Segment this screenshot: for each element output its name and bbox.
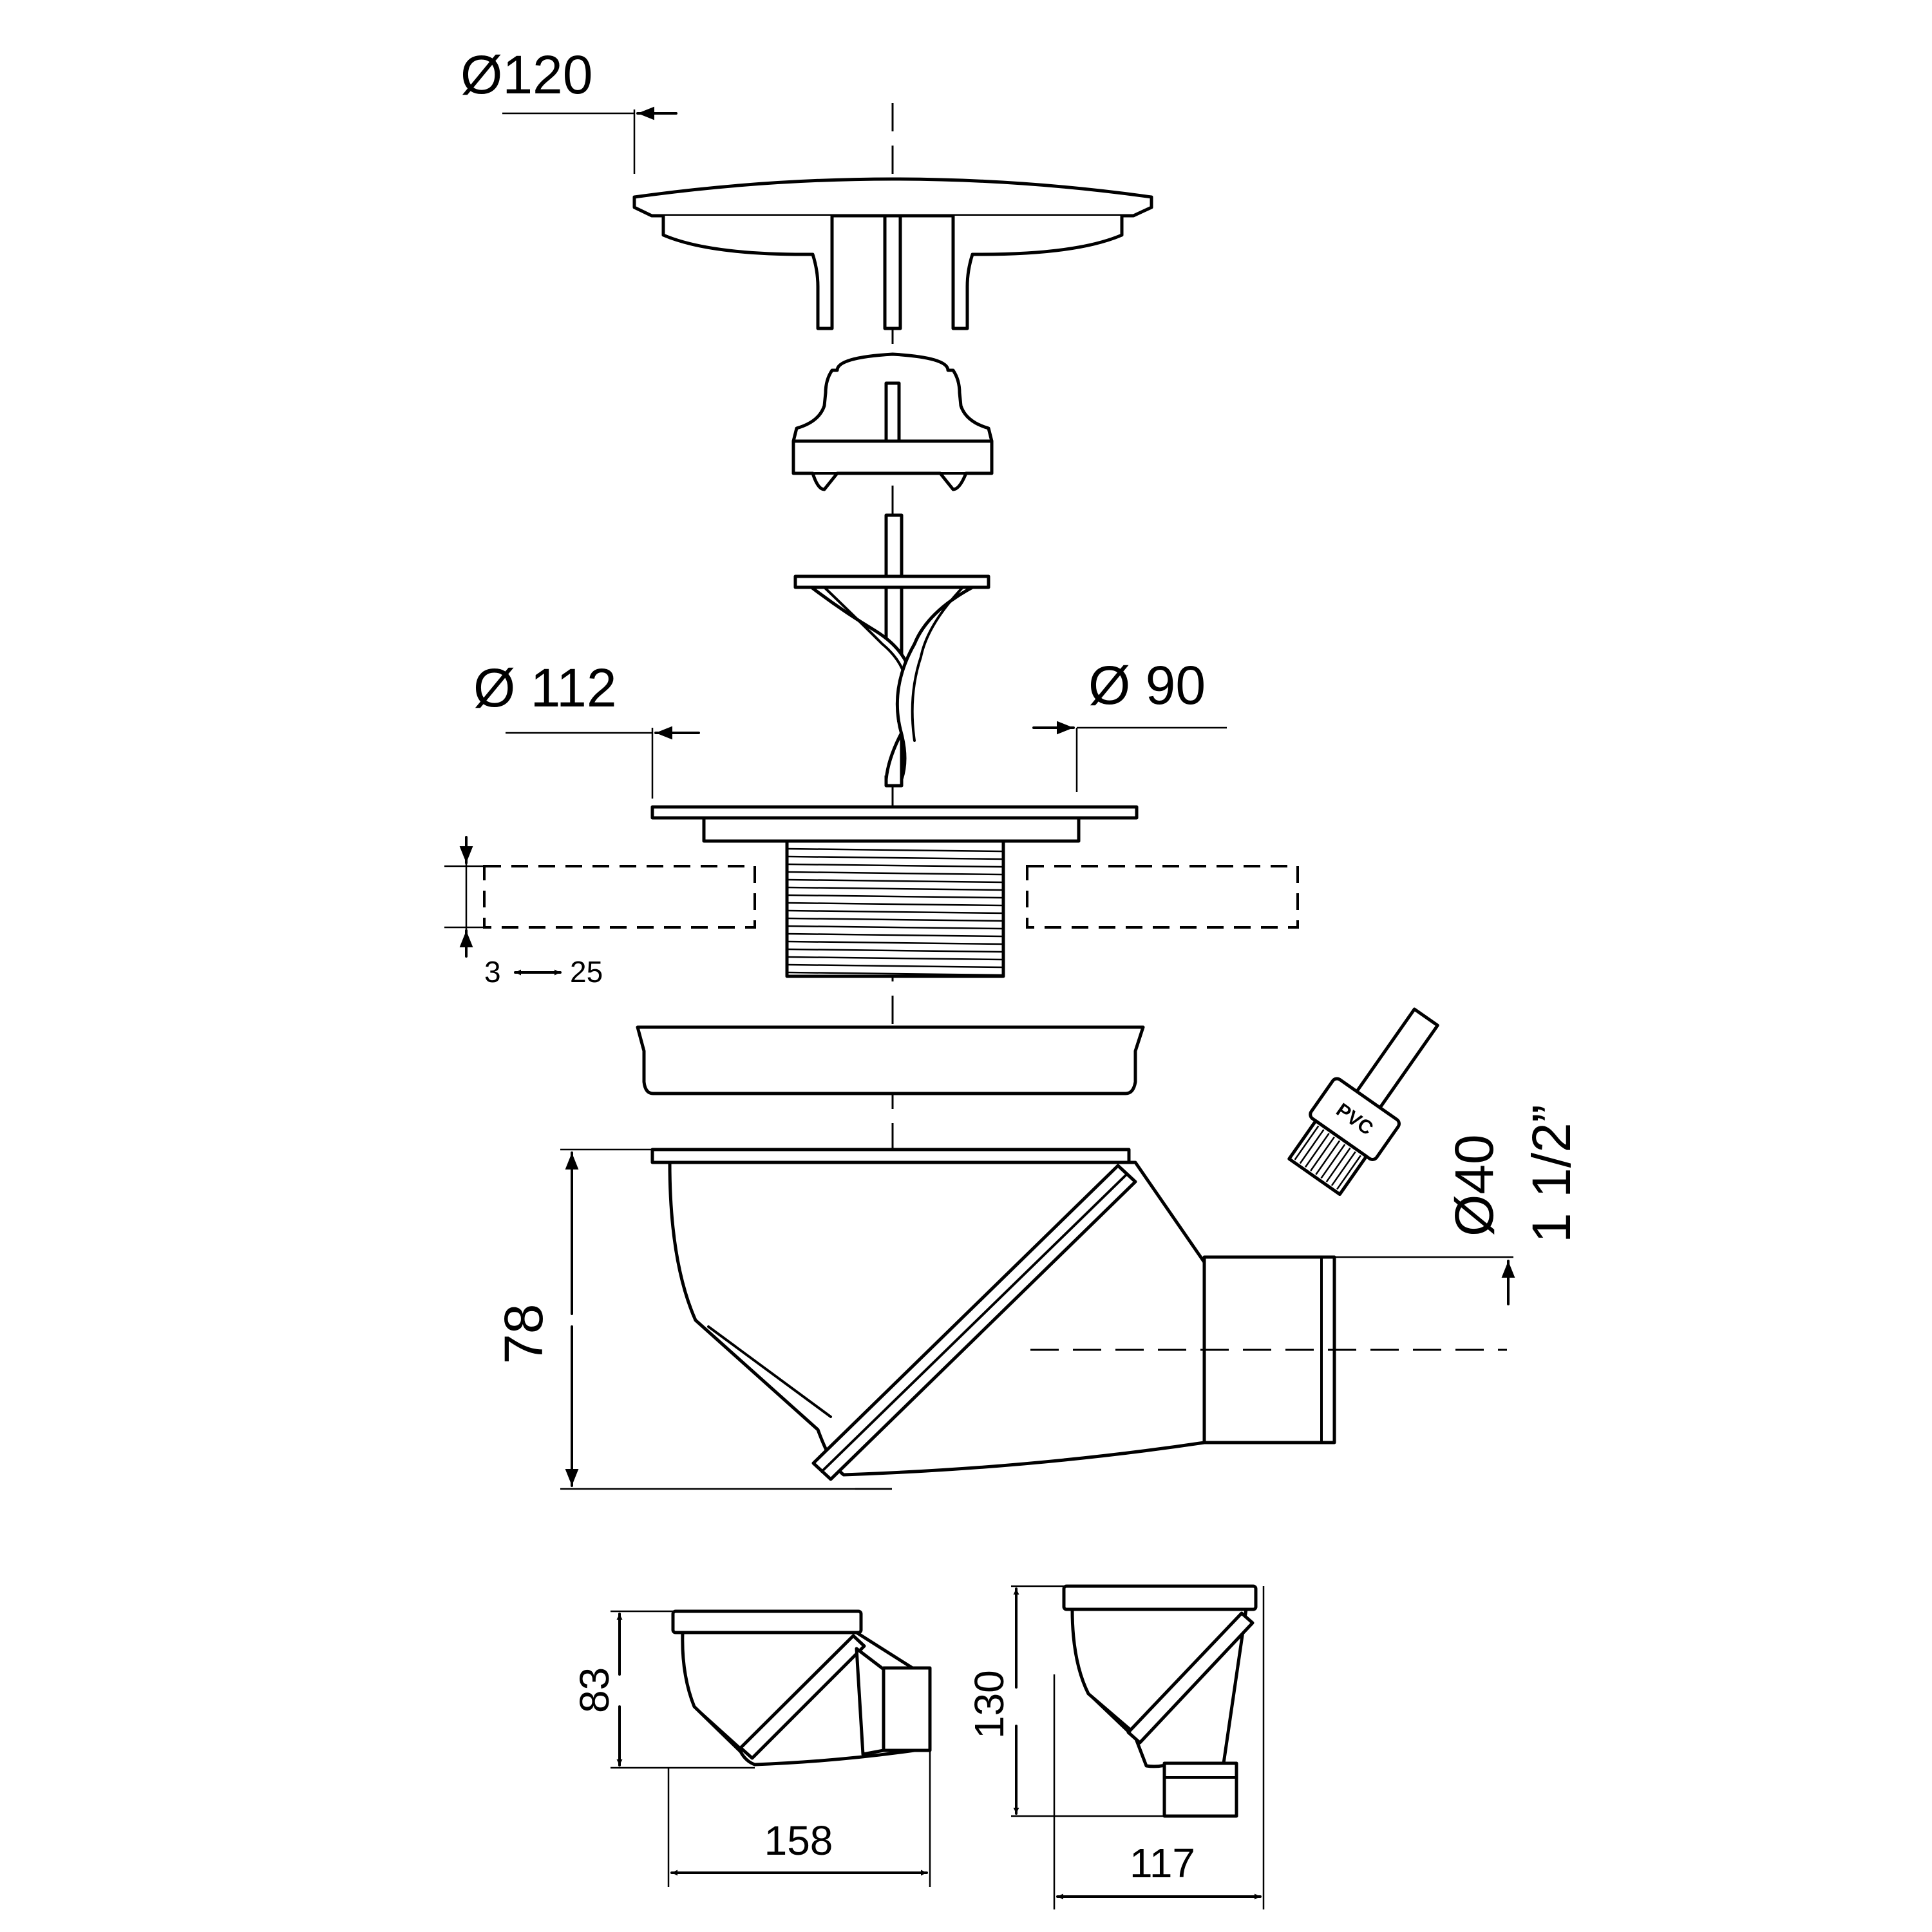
main-height-label: 78 [493, 1304, 554, 1364]
thread-line [788, 948, 1003, 953]
bristle [1310, 1136, 1335, 1171]
thread-line [788, 848, 1003, 853]
flange-dimension: Ø 112 [473, 658, 700, 799]
tray-thickness-dimension: 3 25 [444, 836, 603, 989]
trap-body [650, 1148, 1336, 1490]
pvc-glue-brush-icon: PVC [1287, 1007, 1439, 1197]
bristle [1299, 1129, 1325, 1164]
cover-plate [632, 177, 1153, 330]
bristle [1336, 1155, 1361, 1190]
cover-dimension: Ø120 [460, 44, 677, 174]
thread-line [788, 909, 1003, 914]
thread-line [788, 963, 1003, 969]
thread-line [788, 863, 1003, 868]
pipe-diameter-label: Ø40 [1444, 1134, 1504, 1236]
thread-line [788, 855, 1003, 860]
seal-ring [636, 1025, 1145, 1095]
threaded-body [650, 805, 1139, 978]
thread-hatching [788, 848, 1003, 976]
thread-line [788, 933, 1003, 938]
bristle [1315, 1140, 1341, 1175]
small-width-label: 158 [764, 1817, 833, 1864]
thread-line [788, 956, 1003, 961]
outlet-diameter-label: Ø 90 [1088, 655, 1206, 715]
height-dimension: 78 [493, 1148, 892, 1490]
small-height-label: 83 [571, 1667, 618, 1713]
thread-line [788, 878, 1003, 884]
bell-trap [791, 352, 994, 491]
low-trap-variant [671, 1609, 932, 1766]
strainer-spindle [793, 513, 990, 788]
shower-tray-section [483, 865, 1299, 929]
thread-line [788, 925, 1003, 930]
thread-line [788, 902, 1003, 907]
tray-thickness-max-label: 25 [570, 955, 603, 989]
vertical-width-label: 117 [1130, 1840, 1195, 1886]
bristle [1294, 1125, 1320, 1160]
thread-line [788, 917, 1003, 922]
tray-thickness-min-label: 3 [484, 955, 501, 989]
flange-diameter-label: Ø 112 [473, 658, 617, 718]
thread-line [788, 894, 1003, 899]
outlet-dimension: Ø 90 [1032, 655, 1227, 792]
pipe-dimension: Ø40 1 1/2” [1334, 1104, 1582, 1305]
thread-line [788, 871, 1003, 876]
thread-line [788, 886, 1003, 891]
bristle [1304, 1133, 1330, 1168]
pipe-thread-label: 1 1/2” [1521, 1104, 1582, 1243]
vertical-trap-variant [1062, 1584, 1258, 1818]
bristle [1320, 1144, 1346, 1179]
thread-line [788, 940, 1003, 945]
vertical-trap-dimensions: 130 117 [966, 1585, 1265, 1909]
cover-diameter-label: Ø120 [460, 44, 593, 105]
vertical-height-label: 130 [966, 1670, 1012, 1739]
thread-line [788, 971, 1003, 976]
bristle [1331, 1151, 1356, 1186]
low-trap-dimensions: 83 158 [571, 1610, 931, 1887]
brush-bristles [1294, 1125, 1361, 1190]
bristle [1325, 1148, 1351, 1182]
